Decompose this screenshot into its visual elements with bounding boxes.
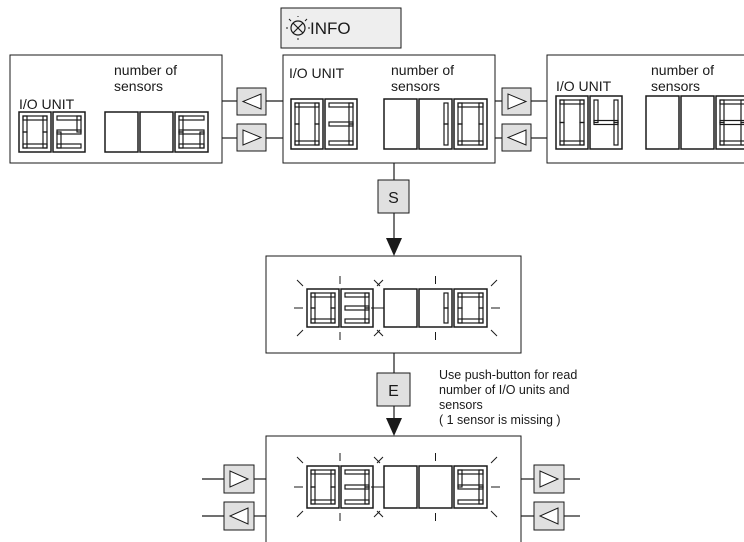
blink-ray	[490, 279, 498, 287]
blink-ray	[376, 279, 384, 287]
digit-segment	[310, 292, 316, 309]
sensor-count-display	[383, 98, 488, 150]
digit-segment	[328, 140, 354, 146]
prev-button-bottom-right[interactable]	[533, 501, 565, 531]
info-button[interactable]: INFO	[280, 7, 402, 49]
info-label: INFO	[310, 19, 351, 38]
digit-segment	[56, 143, 82, 149]
digit-segment	[457, 292, 463, 309]
blink-ray	[373, 456, 381, 464]
digit-segment	[443, 123, 449, 146]
sensors-label-2: sensors	[114, 78, 163, 94]
sensors-label-2: sensors	[391, 78, 440, 94]
digit-segment	[457, 102, 463, 125]
panel-prev-unit: I/O UNIT number of sensors	[9, 54, 223, 164]
blink-ray	[373, 510, 381, 518]
blink-ray	[490, 510, 498, 518]
s-key[interactable]: S	[377, 179, 410, 214]
digit-cell	[680, 95, 715, 150]
prev-button-right[interactable]	[501, 123, 532, 152]
io-unit-display	[294, 276, 386, 340]
io-unit-label: I/O UNIT	[556, 78, 612, 94]
instruction-note: Use push-button for read number of I/O u…	[439, 368, 577, 427]
sensor-count-display	[371, 276, 500, 340]
note-line: ( 1 sensor is missing )	[439, 413, 561, 427]
sensors-label-1: number of	[391, 62, 454, 78]
io-unit-display	[290, 98, 358, 150]
io-unit-display	[555, 95, 623, 150]
sensor-count-display	[645, 95, 744, 150]
e-key[interactable]: E	[376, 372, 411, 407]
sensors-label-1: number of	[114, 62, 177, 78]
digit-cell	[383, 98, 418, 150]
digit-segment	[457, 499, 484, 505]
sensors-label-1: number of	[651, 62, 714, 78]
blink-ray	[376, 510, 384, 518]
digit-cell	[104, 111, 139, 153]
note-line: Use push-button for read	[439, 368, 577, 382]
blink-ray	[296, 456, 304, 464]
digit-segment	[344, 318, 370, 324]
digit-segment	[559, 99, 565, 124]
next-button-bottom-right[interactable]	[533, 464, 565, 494]
blink-ray	[373, 329, 381, 337]
sensor-count-display	[104, 111, 209, 153]
digit-segment	[310, 469, 316, 488]
panel-current-unit: I/O UNIT number of sensors	[282, 54, 496, 164]
lamp-icon	[286, 16, 310, 40]
io-unit-display	[18, 111, 86, 153]
digit-segment	[22, 115, 28, 133]
digit-segment	[457, 469, 463, 488]
blink-ray	[490, 329, 498, 337]
note-line: sensors	[439, 398, 483, 412]
e-key-label: E	[388, 383, 399, 400]
blink-ray	[490, 456, 498, 464]
panel-result	[265, 435, 522, 542]
io-unit-label: I/O UNIT	[289, 65, 345, 81]
digit-cell	[645, 95, 680, 150]
note-line: number of I/O units and	[439, 383, 570, 397]
next-button-right[interactable]	[501, 87, 532, 116]
arrow-down-icon	[386, 238, 402, 256]
blink-ray	[373, 279, 381, 287]
digit-segment	[613, 121, 619, 146]
panel-next-unit: I/O UNIT number of sensors	[546, 54, 744, 164]
digit-segment	[443, 307, 449, 324]
blink-ray	[376, 456, 384, 464]
digit-cell	[139, 111, 174, 153]
sensors-label-2: sensors	[651, 78, 700, 94]
digit-segment	[719, 119, 744, 126]
digit-segment	[199, 131, 205, 149]
prev-button[interactable]	[236, 87, 267, 116]
panel-edit-mode	[265, 255, 522, 354]
digit-cell	[418, 465, 453, 509]
io-unit-label: I/O UNIT	[19, 96, 75, 112]
next-button-bottom-left[interactable]	[223, 464, 255, 494]
digit-cell	[383, 288, 418, 328]
arrow-down-icon	[386, 418, 402, 436]
digit-cell	[383, 465, 418, 509]
s-key-label: S	[388, 190, 399, 207]
digit-segment	[593, 99, 599, 124]
digit-segment	[76, 115, 82, 133]
blink-ray	[296, 510, 304, 518]
digit-segment	[294, 102, 300, 125]
digit-segment	[457, 484, 484, 490]
next-button[interactable]	[236, 123, 267, 152]
sensor-count-display	[371, 453, 500, 521]
blink-ray	[376, 329, 384, 337]
digit-segment	[719, 99, 725, 124]
prev-button-bottom-left[interactable]	[223, 501, 255, 531]
blink-ray	[296, 329, 304, 337]
blink-ray	[296, 279, 304, 287]
digit-segment	[344, 499, 370, 505]
